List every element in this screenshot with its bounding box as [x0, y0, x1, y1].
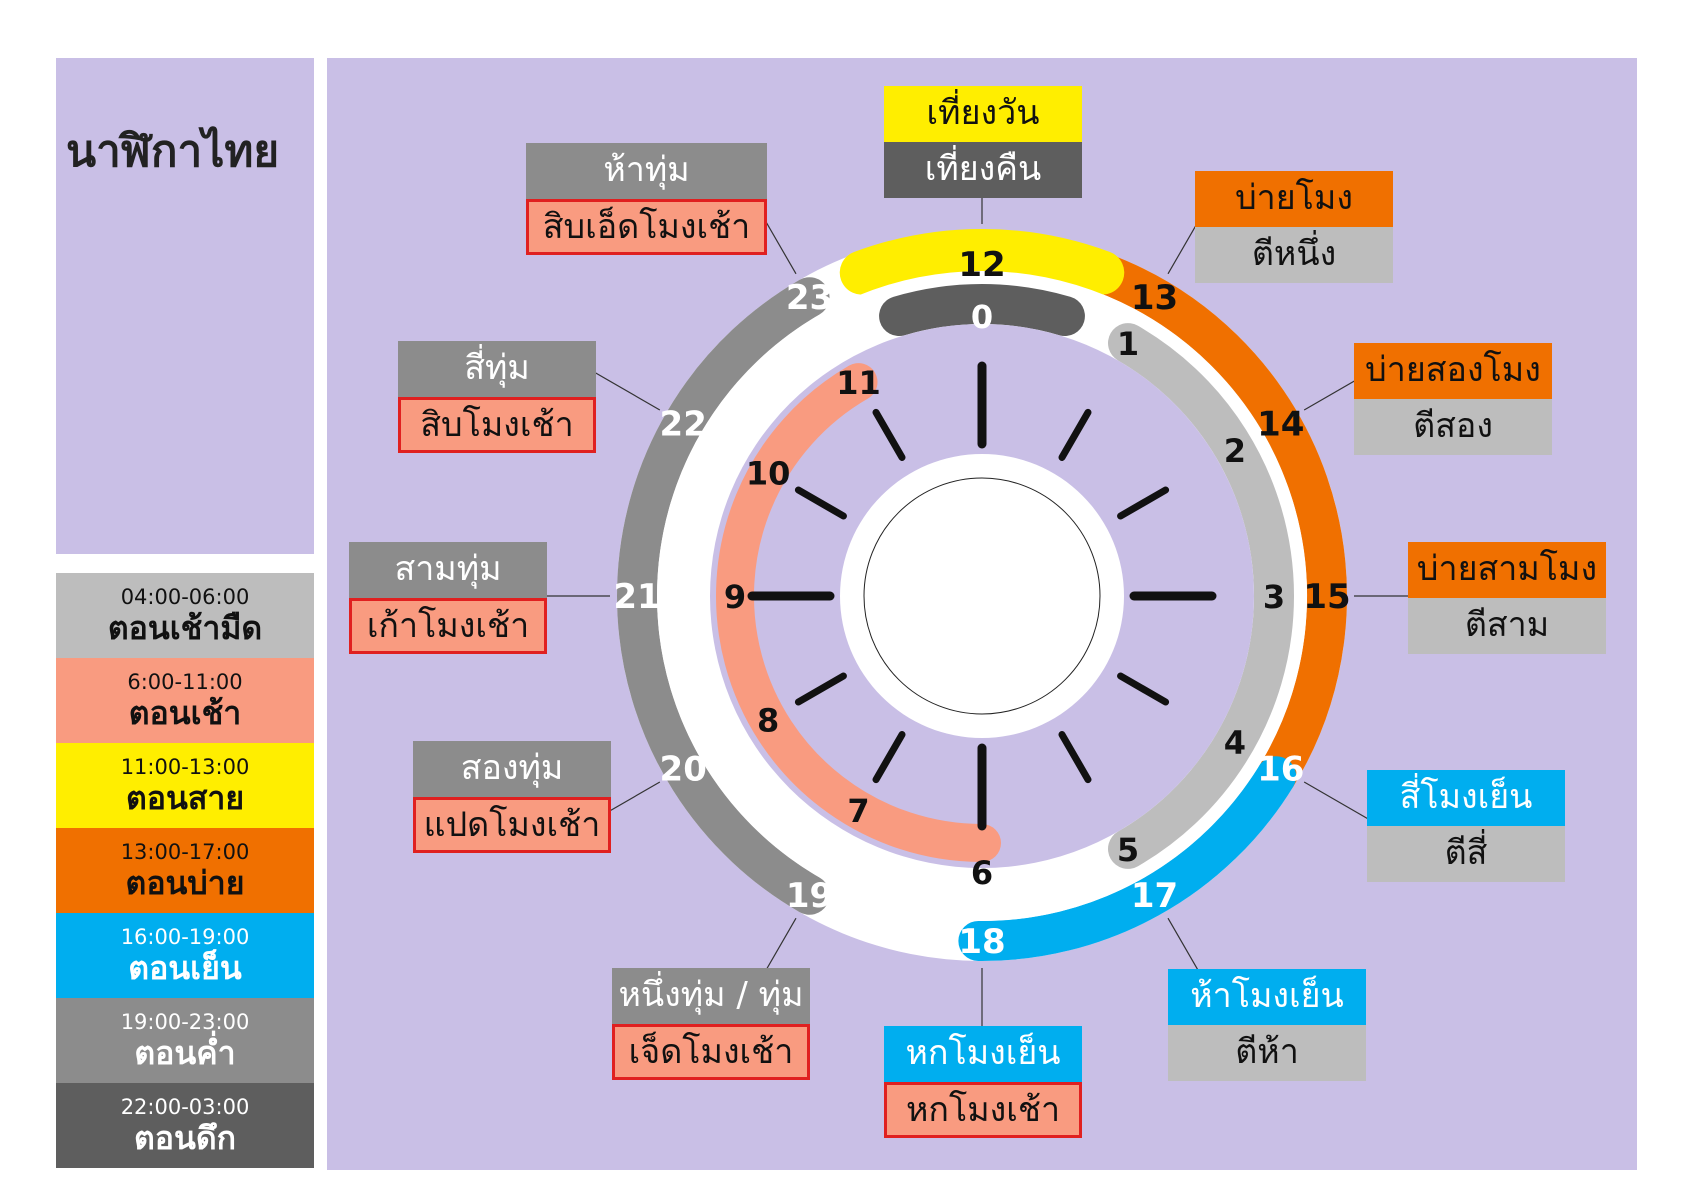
legend-range: 22:00-03:00 [120, 1094, 250, 1119]
title-panel: นาฬิกาไทย [56, 58, 314, 554]
evening-arc [958, 756, 1297, 961]
legend-range: 16:00-19:00 [120, 924, 250, 949]
hour-tick [872, 731, 906, 784]
label-hour0-top: เที่ยงวัน [884, 86, 1082, 142]
legend-name: ตอนดึก [133, 1118, 237, 1157]
hour-tick [1117, 486, 1170, 520]
hour-number-inner: 6 [971, 854, 993, 892]
hour-number-outer: 23 [786, 278, 833, 318]
label-hour6-bottom: หกโมงเช้า [884, 1082, 1082, 1138]
noon-arc [839, 229, 1125, 295]
legend-name: ตอนเย็น [128, 948, 242, 987]
hour-number-inner: 11 [836, 364, 881, 402]
hour-number-outer: 12 [958, 245, 1005, 285]
label-hour11-bottom: สิบเอ็ดโมงเช้า [526, 199, 767, 255]
hour-number-outer: 16 [1257, 750, 1304, 790]
hour-number-outer: 20 [660, 750, 707, 790]
hour-number-outer: 13 [1131, 278, 1178, 318]
hour-number-inner: 7 [847, 792, 869, 830]
legend-range: 04:00-06:00 [120, 584, 250, 609]
page-title: นาฬิกาไทย [66, 126, 280, 177]
label-hour4-top: สี่โมงเย็น [1367, 770, 1565, 826]
label-hour7-top: หนึ่งทุ่ม / ทุ่ม [612, 968, 810, 1024]
hour-number-inner: 0 [971, 298, 993, 336]
hour-number-outer: 18 [958, 922, 1005, 962]
legend-name: ตอนเช้ามืด [107, 608, 263, 647]
legend-name: ตอนบ่าย [125, 863, 245, 902]
label-hour2-top: บ่ายสองโมง [1354, 343, 1552, 399]
label-hour3-bottom: ตีสาม [1408, 598, 1606, 654]
label-hour10-top: สี่ทุ่ม [398, 341, 596, 397]
legend-name: ตอนเช้า [128, 693, 242, 732]
hour-number-inner: 10 [746, 455, 791, 493]
hour-number-outer: 19 [786, 876, 833, 916]
center-circle [863, 477, 1101, 715]
clock-face: 12 0 13 1 14 2 15 3 16 4 17 5 18 6 19 7 20 8 21 9 22 10 23 11 [527, 141, 1437, 1051]
label-hour3-top: บ่ายสามโมง [1408, 542, 1606, 598]
hour-tick [1058, 731, 1092, 784]
hour-tick [1117, 672, 1170, 706]
hour-number-outer: 21 [613, 577, 660, 617]
label-hour5-bottom: ตีห้า [1168, 1025, 1366, 1081]
label-hour9-top: สามทุ่ม [349, 542, 547, 598]
label-hour8-top: สองทุ่ม [413, 741, 611, 797]
label-hour2-bottom: ตีสอง [1354, 399, 1552, 455]
hour-number-outer: 14 [1257, 405, 1304, 445]
hour-number-inner: 8 [757, 702, 779, 740]
label-hour10-bottom: สิบโมงเช้า [398, 397, 596, 453]
hour-tick [872, 408, 906, 461]
leader-line [587, 367, 661, 411]
hour-number-inner: 2 [1224, 432, 1246, 470]
hour-tick [794, 486, 847, 520]
hour-number-inner: 9 [724, 578, 746, 616]
label-hour6-top: หกโมงเย็น [884, 1026, 1082, 1082]
hour-number-inner: 1 [1117, 325, 1139, 363]
hour-tick [794, 672, 847, 706]
label-hour11-top: ห้าทุ่ม [526, 143, 767, 199]
legend-name: ตอนสาย [125, 778, 245, 817]
afternoon-arc [1082, 252, 1347, 797]
hour-number-inner: 3 [1263, 578, 1285, 616]
label-hour7-bottom: เจ็ดโมงเช้า [612, 1024, 810, 1080]
legend-range: 6:00-11:00 [127, 669, 243, 694]
legend-range: 19:00-23:00 [120, 1009, 250, 1034]
hour-number-inner: 4 [1224, 724, 1246, 762]
hour-number-inner: 5 [1117, 831, 1139, 869]
label-hour0-bottom: เที่ยงคืน [884, 142, 1082, 198]
legend-range: 11:00-13:00 [120, 754, 250, 779]
label-hour4-bottom: ตีสี่ [1367, 826, 1565, 882]
clock-panel: 12 0 13 1 14 2 15 3 16 4 17 5 18 6 19 7 20 8 21 9 22 10 23 11 เ… [327, 58, 1637, 1170]
hour-tick [1058, 408, 1092, 461]
legend-name: ตอนค่ำ [134, 1033, 236, 1072]
leader-line [1303, 781, 1377, 825]
label-hour5-top: ห้าโมงเย็น [1168, 969, 1366, 1025]
hour-number-outer: 17 [1131, 876, 1178, 916]
morning-arc [716, 363, 1001, 862]
hour-number-outer: 15 [1303, 577, 1350, 617]
label-hour9-bottom: เก้าโมงเช้า [349, 598, 547, 654]
label-hour1-bottom: ตีหนึ่ง [1195, 227, 1393, 283]
label-hour8-bottom: แปดโมงเช้า [413, 797, 611, 853]
hour-number-outer: 22 [660, 405, 707, 445]
night-arc [617, 277, 830, 915]
label-hour1-top: บ่ายโมง [1195, 171, 1393, 227]
predawn-arc [1108, 323, 1294, 869]
latenight-arc [879, 284, 1085, 337]
legend-range: 13:00-17:00 [120, 839, 250, 864]
